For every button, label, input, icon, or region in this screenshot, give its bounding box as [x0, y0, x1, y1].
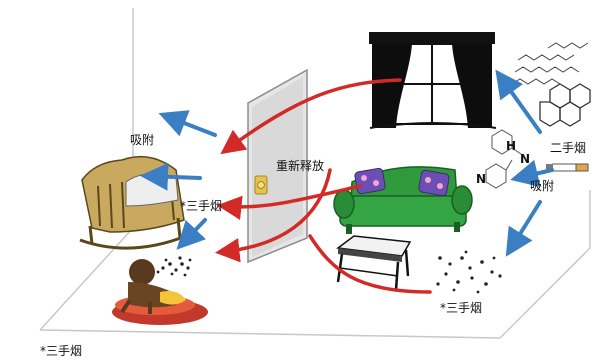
nicotine-molecule	[485, 129, 525, 189]
red-arrows	[215, 78, 432, 294]
red-arrow-from-curtains	[220, 78, 402, 155]
door-handle-icon	[254, 175, 268, 195]
floor-left-edge	[39, 227, 134, 331]
cradle-icon	[79, 155, 187, 250]
baby-icon	[112, 259, 208, 325]
thirdhand-smoke-label-right: *三手烟	[440, 301, 482, 315]
thirdhand-smoke-footnote: *三手烟	[40, 344, 82, 358]
cigarette-icon	[546, 163, 589, 172]
blue-arrow-from-cigarette	[510, 159, 554, 188]
red-arrow-to-baby-area	[215, 168, 332, 263]
blue-arrows	[140, 69, 554, 257]
adsorption-label-right: 吸附	[530, 179, 554, 193]
cushion-right	[418, 169, 450, 197]
molecule-letter-n1: N	[520, 152, 530, 166]
coffee-table-icon	[336, 235, 412, 291]
cushion-left	[354, 167, 386, 195]
thirdhand-smoke-label-left: *三手烟	[180, 199, 222, 213]
floor-right-edge	[499, 247, 591, 339]
blue-arrow-to-floor	[505, 200, 542, 257]
red-arrow-from-sofa	[217, 184, 362, 221]
sofa-icon	[333, 166, 473, 234]
floor-front-edge	[39, 329, 501, 339]
door-panel	[247, 68, 308, 264]
particles-floor-right	[436, 250, 502, 294]
red-curve-from-table	[308, 234, 432, 294]
window-curtains-icon	[369, 32, 497, 129]
molecule-letter-h: H	[506, 139, 516, 153]
secondhand-smoke-label: 二手烟	[550, 141, 586, 155]
adsorption-label-left: 吸附	[130, 133, 154, 147]
blue-arrow-to-molecules	[495, 69, 542, 134]
blue-arrow-to-baby	[176, 218, 207, 250]
re-emission-label: 重新释放	[276, 158, 324, 173]
blue-arrow-to-cradle	[140, 162, 202, 191]
particles-near-baby	[156, 256, 192, 277]
molecule-letter-n2: N	[476, 172, 486, 186]
blue-arrow-top-left	[158, 110, 217, 137]
chain-molecule-top	[511, 42, 589, 85]
pyrene-molecule	[539, 83, 591, 127]
